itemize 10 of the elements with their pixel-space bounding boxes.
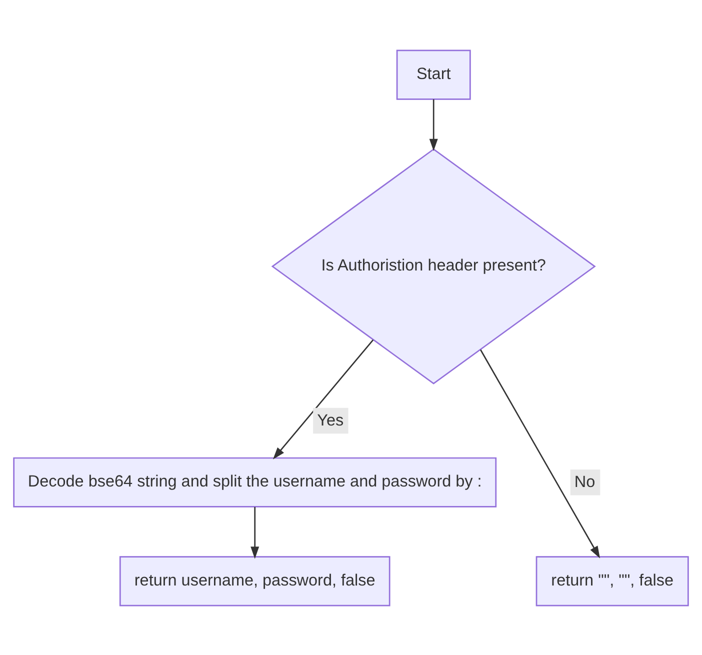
- node-box: Start: [396, 49, 471, 100]
- node-diamond: Is Authoristion header present?: [271, 148, 596, 384]
- arrow: [429, 98, 438, 151]
- arrow: [272, 339, 374, 459]
- node-box: return "", "", false: [536, 556, 689, 606]
- edge-label: Yes: [317, 411, 344, 430]
- node-box: Decode bse64 string and split the username and password by :: [13, 456, 497, 507]
- node-box: return username, password, false: [119, 556, 390, 606]
- arrow: [250, 506, 260, 558]
- edge-label: No: [574, 472, 596, 491]
